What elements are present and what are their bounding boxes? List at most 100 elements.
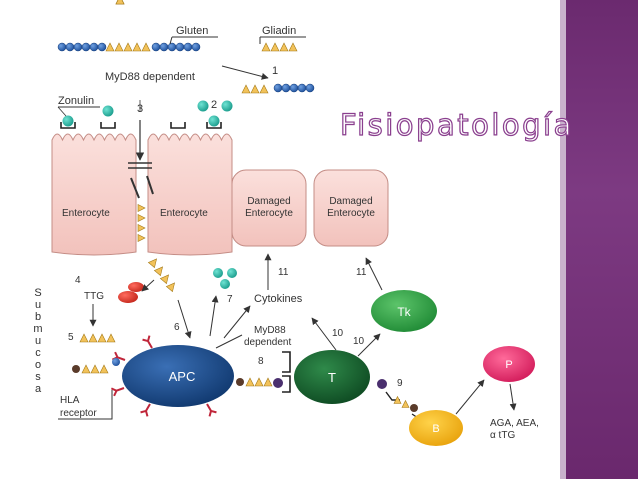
submucosa-letter: S	[34, 287, 41, 299]
apc-label: APC	[169, 369, 196, 384]
peptide-bead	[151, 42, 161, 52]
apc-receptor	[206, 403, 217, 417]
cytokines-label: Cytokines	[254, 293, 303, 305]
gliadin-triangle	[105, 42, 115, 52]
step-2: 2	[211, 99, 217, 111]
gluten-peptide-chain	[57, 42, 201, 52]
gliadin-ball	[208, 115, 220, 127]
submucosa-letter: a	[35, 383, 42, 395]
p-cell	[483, 346, 535, 382]
gliadin-triangle	[90, 364, 100, 374]
step-10-right: 10	[353, 336, 365, 347]
gliadin-triangle	[99, 364, 109, 374]
arrow-p-to-antibodies	[509, 383, 517, 411]
apc-receptor	[142, 335, 153, 349]
peptide-bead	[97, 42, 107, 52]
peptide-bead	[57, 42, 67, 52]
peptide-bead	[65, 42, 75, 52]
gliadin-triangle	[250, 84, 260, 94]
submucosa-letter: u	[35, 335, 41, 347]
p-label: P	[505, 359, 512, 371]
myd88-dependent-top: MyD88 dependent	[105, 71, 195, 83]
gliadin-triangle	[147, 258, 158, 269]
peptide-bead	[183, 42, 193, 52]
apc-receptor	[110, 387, 125, 397]
arrow-step-6	[177, 299, 192, 339]
ttg-enzyme-2	[128, 282, 144, 292]
peptide-bead	[159, 42, 169, 52]
damaged-enterocyte-1: Damaged Enterocyte	[231, 169, 307, 247]
receptor-cup	[206, 122, 222, 129]
step-9: 9	[397, 378, 403, 389]
b-label: B	[432, 423, 439, 435]
antibodies-line1: AGA, AEA,	[490, 418, 539, 429]
gliadin-leaking	[137, 204, 146, 242]
damaged-1-line1: Damaged	[247, 196, 290, 207]
enterocyte-left-label: Enterocyte	[62, 208, 110, 219]
gliadin-triangle	[114, 42, 124, 52]
gliadin-triangle	[79, 333, 89, 343]
apical-receptors	[57, 100, 233, 129]
peptide-bead	[81, 42, 91, 52]
decorative-side-band	[560, 0, 638, 479]
cytokine-ball-1	[213, 268, 223, 278]
gliadin-triangle	[393, 395, 402, 404]
receptor-cup	[170, 122, 186, 129]
gliadin-triangle	[88, 333, 98, 343]
gliadin-triangle	[132, 42, 142, 52]
gliadin-label: Gliadin	[262, 25, 296, 37]
gliadin-triangle	[97, 333, 107, 343]
gliadin-triangle	[259, 84, 269, 94]
step-7: 7	[227, 294, 233, 305]
t-cell	[294, 350, 370, 404]
apc-receptors	[110, 0, 217, 417]
submucosa-letter: s	[35, 371, 41, 383]
gliadin-triangle	[279, 42, 289, 52]
ttg-enzyme-1	[118, 291, 138, 303]
gliadin-triangle	[81, 364, 91, 374]
deamidated-gliadin	[79, 333, 116, 343]
gliadin-triangle	[137, 224, 146, 232]
myd88-leader	[215, 334, 243, 349]
step-11-left: 11	[278, 267, 289, 278]
tb-ball	[377, 379, 387, 389]
hla-leader	[58, 390, 113, 420]
peptide-bead	[191, 42, 201, 52]
gliadin-triangle	[263, 377, 273, 387]
zonulin-label: Zonulin	[58, 95, 94, 107]
gluten-bracket	[169, 36, 218, 45]
submucosa-letter: c	[35, 347, 41, 359]
submucosa-letter: m	[33, 323, 42, 335]
gliadin-triangle	[159, 274, 170, 285]
peptide-bead	[167, 42, 177, 52]
gliadin-peptide-mid	[241, 84, 269, 94]
damaged-enterocyte-2: Damaged Enterocyte	[313, 169, 389, 247]
step-4: 4	[75, 275, 81, 286]
digested-peptide-beads	[273, 83, 315, 93]
gliadin-triangle	[245, 377, 255, 387]
gliadin-triangle	[115, 0, 125, 5]
step-5: 5	[68, 332, 74, 343]
submucosa-letter: o	[35, 359, 41, 371]
step-11-right: 11	[356, 267, 367, 278]
arrow-to-ttg	[141, 279, 155, 292]
damaged-1-line2: Enterocyte	[245, 208, 293, 219]
step-8: 8	[258, 356, 264, 367]
enterocyte-right-label: Enterocyte	[160, 208, 208, 219]
myd88-line1: MyD88	[254, 325, 286, 336]
gliadin-bracket	[259, 36, 306, 44]
gliadin-diagonal	[147, 258, 176, 293]
step-1: 1	[272, 65, 278, 77]
gliadin-triangle	[137, 204, 146, 212]
myd88-line2: dependent	[244, 337, 291, 348]
gliadin-triangle	[137, 234, 146, 242]
gliadin-peptide	[261, 42, 298, 52]
arrow-11-right	[365, 257, 383, 291]
cytokine-ball-3	[220, 279, 230, 289]
tk-cell	[371, 290, 437, 332]
celiac-pathophysiology-diagram: Gluten Gliadin MyD88 dependent 1 Zonulin…	[33, 0, 539, 446]
damaged-2-line1: Damaged	[329, 196, 372, 207]
hla-bound-gliadin	[72, 364, 109, 374]
